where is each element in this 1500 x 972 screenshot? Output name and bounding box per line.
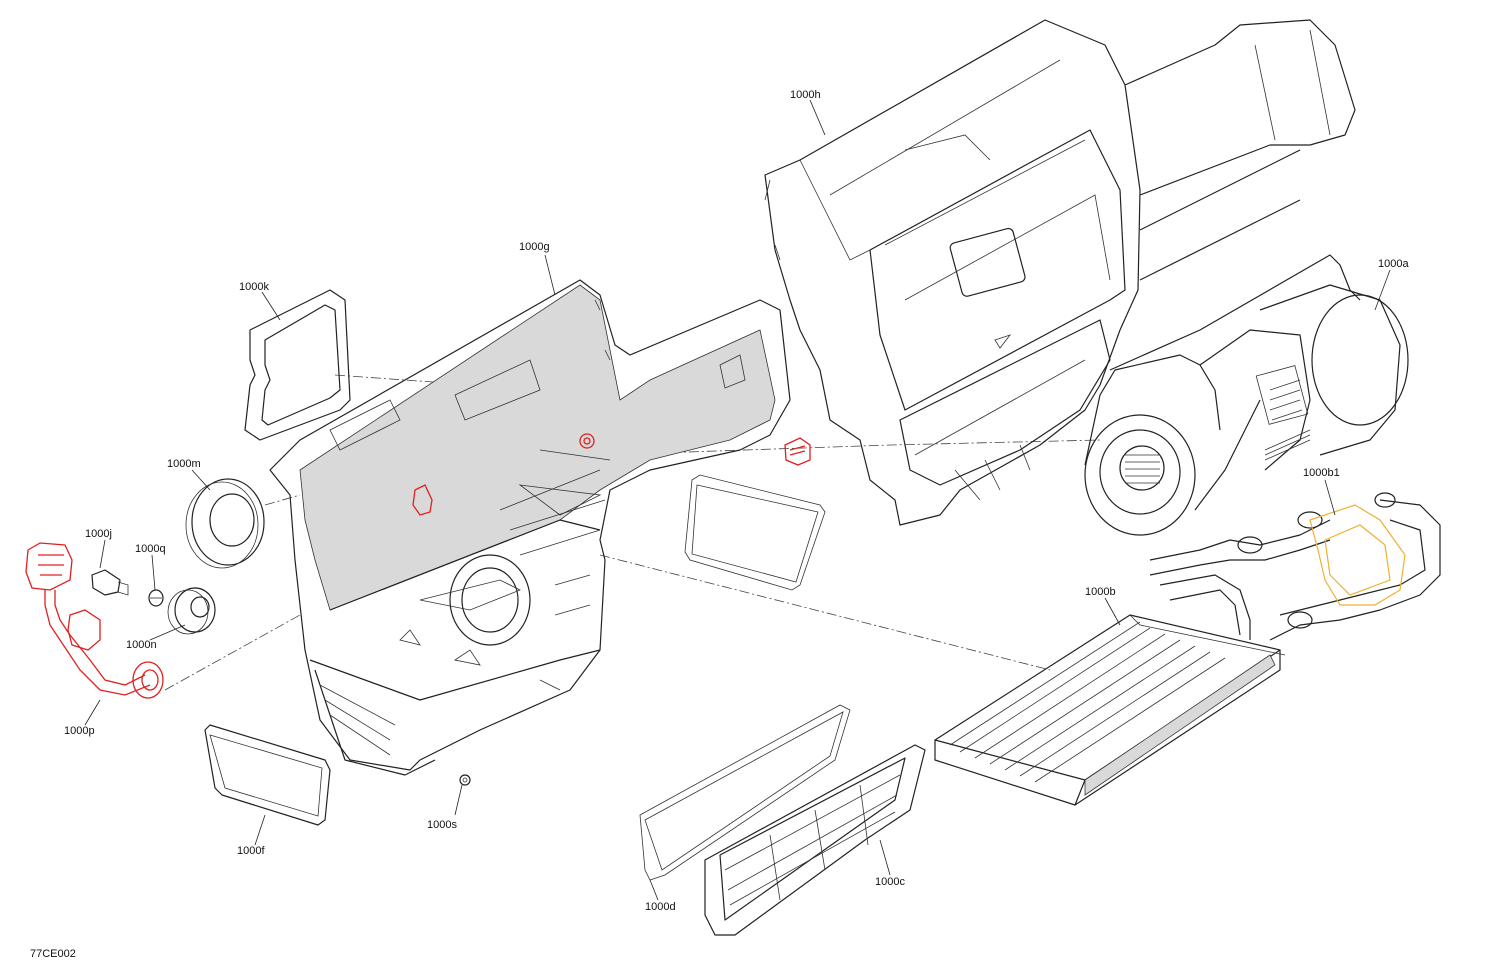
- label-1000c: 1000c: [875, 876, 905, 888]
- label-1000j: 1000j: [85, 528, 112, 540]
- part-1000m-ring-seal: [185, 478, 265, 569]
- diagram-id: 77CE002: [30, 948, 76, 960]
- label-1000d: 1000d: [645, 901, 676, 913]
- part-1000q-clip: [148, 589, 164, 607]
- part-1000g-lower-housing: [269, 279, 791, 776]
- part-1000b1-heater-valve-hoses: [1149, 492, 1441, 641]
- label-1000b: 1000b: [1085, 586, 1116, 598]
- label-1000k: 1000k: [239, 281, 269, 293]
- part-1000h-upper-housing: [764, 19, 1356, 526]
- label-1000f: 1000f: [237, 845, 265, 857]
- label-1000m: 1000m: [167, 458, 201, 470]
- label-1000a: 1000a: [1378, 258, 1409, 270]
- part-red-clip: [784, 437, 811, 466]
- label-1000h: 1000h: [790, 89, 821, 101]
- part-1000s-screw: [459, 774, 471, 786]
- part-1000j-sensor: [91, 569, 129, 596]
- part-1000p-wire-harness: [25, 542, 164, 699]
- part-1000k-gasket: [244, 289, 351, 441]
- label-1000q: 1000q: [135, 543, 166, 555]
- leader-lines: [84, 99, 1391, 901]
- part-1000b-heater-core: [934, 614, 1286, 806]
- part-labels: 1000h 1000g 1000a 1000k 1000m 1000b1 100…: [30, 89, 1409, 960]
- part-1000c-grille: [704, 744, 926, 936]
- label-1000n: 1000n: [126, 639, 157, 651]
- label-1000b1: 1000b1: [1303, 467, 1340, 479]
- part-1000n-grommet: [167, 587, 216, 635]
- part-1000f-filter-plate: [204, 724, 331, 826]
- label-1000g: 1000g: [519, 241, 550, 253]
- label-1000s: 1000s: [427, 819, 457, 831]
- part-center-gasket: [684, 474, 826, 591]
- label-1000p: 1000p: [64, 725, 95, 737]
- part-1000d-gasket: [639, 704, 851, 881]
- part-1000a-blower-assembly: [1084, 254, 1409, 536]
